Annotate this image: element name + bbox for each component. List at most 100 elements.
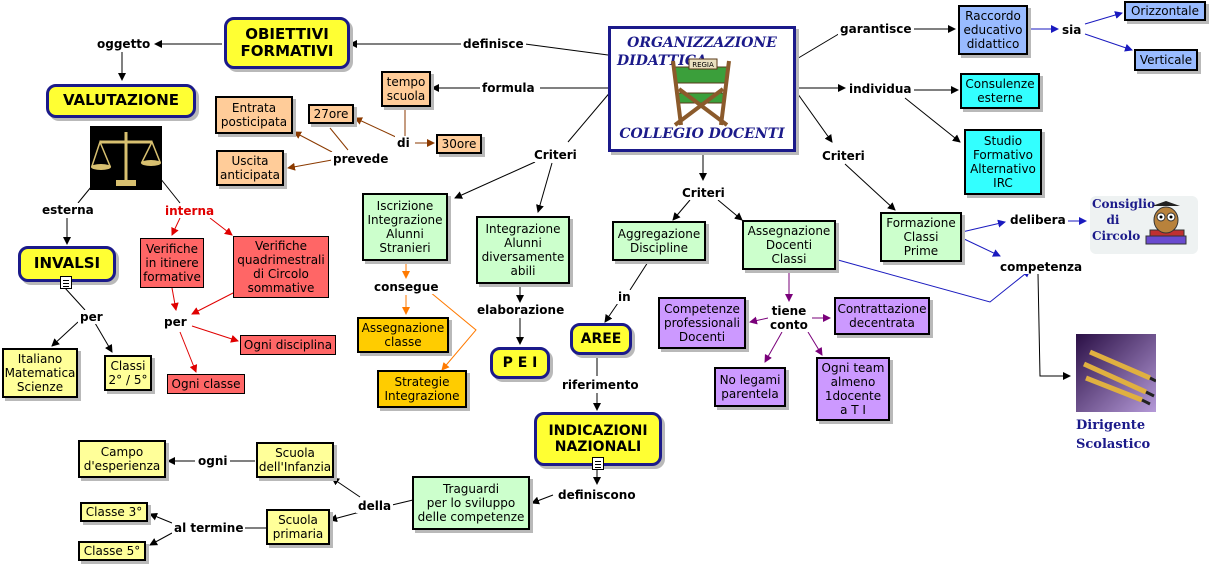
owl-books-icon — [1145, 201, 1187, 245]
document-icon[interactable] — [60, 276, 72, 289]
pens-icon — [1076, 334, 1156, 412]
competenze-professionali-node[interactable]: Competenze professionali Docenti — [658, 297, 746, 349]
campo-esperienza-node[interactable]: Campo d'esperienza — [78, 440, 166, 478]
dirigente-scolastico-text[interactable]: Dirigente Scolastico — [1076, 418, 1151, 452]
italiano-matematica-scienze-node[interactable]: Italiano Matematica Scienze — [2, 348, 78, 398]
edge-interna-quadri — [209, 217, 233, 236]
edge-della-primaria — [329, 511, 361, 523]
edge-center-garantisce — [794, 31, 843, 61]
verifiche-quadrimestrali-node[interactable]: Verifiche quadrimestrali di Circolo somm… — [233, 236, 329, 298]
30ore-node[interactable]: 30ore — [436, 134, 482, 154]
edge-itinere-per — [170, 287, 179, 311]
label-sia: sia — [1060, 23, 1084, 37]
label-della: della — [356, 499, 394, 513]
edge-formazione-delibera — [961, 219, 1006, 233]
uscita-anticipata-node[interactable]: Uscita anticipata — [216, 150, 284, 186]
edge-della-infanzia — [331, 477, 361, 498]
tempo-scuola-node[interactable]: tempo scuola — [381, 71, 431, 107]
orizzontale-node[interactable]: Orizzontale — [1124, 1, 1206, 21]
classe-3-node[interactable]: Classe 3° — [80, 502, 148, 522]
scuola-primaria-node[interactable]: Scuola primaria — [266, 509, 330, 545]
ogni-disciplina-node[interactable]: Ogni disciplina — [240, 335, 336, 355]
edge-criteri-iscrizione — [454, 161, 536, 199]
edge-sia-orizzontale — [1084, 11, 1123, 25]
edge-altermine-classe3 — [149, 512, 173, 524]
raccordo-educativo-node[interactable]: Raccordo educativo didattico — [958, 5, 1028, 55]
center-line1: ORGANIZZAZIONE — [627, 35, 777, 51]
label-per-verifiche: per — [162, 315, 189, 329]
formazione-classi-prime-node[interactable]: Formazione Classi Prime — [880, 212, 962, 262]
label-elaborazione: elaborazione — [475, 303, 567, 317]
label-criteri-left: Criteri — [532, 148, 579, 162]
edge-competenza-dirigente — [1037, 273, 1071, 380]
edge-prevede-uscita — [287, 159, 333, 171]
label-al-termine: al termine — [172, 521, 246, 535]
center-line3: COLLEGIO DOCENTI — [619, 126, 785, 143]
classe-5-node[interactable]: Classe 5° — [78, 541, 146, 561]
verticale-node[interactable]: Verticale — [1134, 49, 1198, 71]
strategie-integrazione-node[interactable]: Strategie Integrazione — [377, 370, 467, 408]
consiglio-circolo-panel[interactable]: Consiglio di Circolo — [1090, 196, 1198, 254]
ogni-classe-node[interactable]: Ogni classe — [167, 374, 245, 394]
center-line2: DIDATTICA — [617, 53, 707, 69]
edge-per-disciplina — [191, 325, 239, 343]
edge-sia-verticale — [1084, 33, 1133, 52]
classi-2-5-node[interactable]: Classi 2° / 5° — [104, 355, 152, 391]
edge-criterimid-aggregazione — [672, 199, 691, 221]
edge-tieneconto-nolegami — [764, 331, 783, 363]
edge-consegue-strategie — [429, 291, 477, 371]
edge-per-classi — [94, 322, 113, 353]
label-per-invalsi: per — [78, 310, 105, 324]
obiettivi-formativi-node[interactable]: OBIETTIVI FORMATIVI — [224, 17, 350, 69]
center-node[interactable]: ORGANIZZAZIONE DIDATTICA REGIA COLLEGIO … — [608, 26, 796, 152]
entrata-posticipata-node[interactable]: Entrata posticipata — [215, 96, 293, 134]
edge-per-italiano — [51, 321, 79, 347]
label-consegue: consegue — [372, 280, 441, 294]
consiglio-circolo-text: Consiglio di Circolo — [1092, 197, 1156, 243]
iscrizione-stranieri-node[interactable]: Iscrizione Integrazione Alunni Stranieri — [362, 193, 448, 261]
edge-invalsi-per — [64, 287, 86, 311]
edge-altermine-classe5 — [149, 532, 173, 546]
edge-center-criteri-left — [567, 89, 613, 143]
studio-formativo-node[interactable]: Studio Formativo Alternativo IRC — [964, 129, 1042, 195]
scuola-infanzia-node[interactable]: Scuola dell'Infanzia — [256, 442, 334, 478]
document-icon[interactable] — [592, 457, 604, 470]
consulenze-esterne-node[interactable]: Consulenze esterne — [960, 73, 1040, 109]
label-criteri-mid: Criteri — [680, 186, 727, 200]
label-di: di — [395, 136, 412, 150]
edge-di-27 — [354, 117, 399, 139]
no-legami-parentela-node[interactable]: No legami parentela — [714, 367, 786, 407]
edge-in-aree — [604, 302, 619, 323]
traguardi-node[interactable]: Traguardi per lo sviluppo delle competen… — [412, 476, 530, 530]
assegnazione-docenti-classi-node[interactable]: Assegnazione Docenti Classi — [742, 220, 836, 270]
edge-tieneconto-ogniteam — [807, 331, 823, 356]
assegnazione-classe-node[interactable]: Assegnazione classe — [357, 317, 449, 353]
edge-tieneconto-competenze — [749, 316, 769, 325]
edge-interna-itinere — [171, 217, 181, 236]
director-chair-icon: REGIA — [671, 58, 731, 127]
edge-formazione-competenza — [961, 237, 1001, 257]
scales-icon — [90, 126, 162, 190]
aggregazione-discipline-node[interactable]: Aggregazione Discipline — [612, 221, 706, 261]
label-definisce: definisce — [461, 37, 526, 51]
label-definiscono: definiscono — [556, 488, 638, 502]
pei-node[interactable]: P E I — [490, 347, 550, 379]
label-competenza: competenza — [998, 260, 1085, 274]
label-in: in — [616, 290, 633, 304]
chair-sign-text: REGIA — [692, 61, 714, 69]
verifiche-itinere-node[interactable]: Verifiche in itinere formative — [140, 238, 204, 288]
27ore-node[interactable]: 27ore — [308, 104, 354, 124]
integrazione-diversamente-abili-node[interactable]: Integrazione Alunni diversamente abili — [476, 216, 570, 284]
label-interna: interna — [163, 204, 217, 218]
valutazione-node[interactable]: VALUTAZIONE — [46, 84, 196, 118]
aree-node[interactable]: AREE — [570, 323, 632, 355]
label-individua: individua — [847, 82, 914, 96]
ogni-team-node[interactable]: Ogni team almeno 1docente a T I — [816, 357, 890, 421]
contrattazione-decentrata-node[interactable]: Contrattazione decentrata — [834, 297, 930, 335]
label-garantisce: garantisce — [838, 22, 914, 36]
label-ogni: ogni — [196, 454, 230, 468]
label-prevede: prevede — [331, 152, 391, 166]
label-oggetto: oggetto — [95, 37, 153, 51]
label-tiene-conto: tiene conto — [768, 304, 810, 332]
